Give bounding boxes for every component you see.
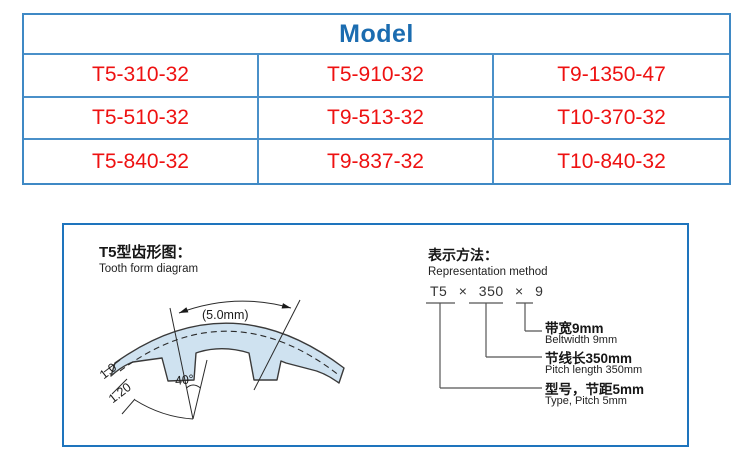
pitch-dimension-lines (169, 299, 301, 420)
model-cell: T5-910-32 (259, 55, 494, 96)
pitch-dimension-label: (5.0mm) (202, 308, 249, 322)
model-cell: T5-840-32 (24, 140, 259, 183)
table-row: T5-510-32 T9-513-32 T10-370-32 (24, 97, 729, 141)
table-row: T5-840-32 T9-837-32 T10-840-32 (24, 140, 729, 183)
callout-pitchlength-en: Pitch length 350mm (545, 364, 643, 376)
callout-beltwidth-en: Beltwidth 9mm (545, 334, 618, 346)
model-table: Model T5-310-32 T5-910-32 T9-1350-47 T5-… (22, 13, 731, 185)
tooth-form-title-zh: T5型齿形图： (99, 244, 192, 261)
pitch-line (119, 330, 341, 377)
model-cell: T9-837-32 (259, 140, 494, 183)
model-cell: T10-840-32 (557, 149, 666, 173)
thickness-tick-lines (103, 359, 136, 415)
tooth-form-title-en: Tooth form diagram (99, 263, 199, 275)
belt-cross-section (110, 322, 345, 384)
callout-type-zh: 型号，节距5mm (545, 382, 645, 397)
tooth-diagram-panel: T5型齿形图： Tooth form diagram (5.0mm) 40° 1… (62, 223, 689, 447)
model-cell: T9-513-32 (259, 97, 494, 139)
table-row: T5-310-32 T5-910-32 T9-1350-47 (24, 55, 729, 98)
representation-title-en: Representation method (428, 266, 548, 278)
diagram-drawing (103, 299, 542, 420)
callout-pitchlength-zh: 节线长350mm (545, 351, 633, 366)
connector-lines (426, 302, 542, 389)
dimension-arrowheads (179, 303, 291, 313)
model-cell: T5-510-32 (24, 97, 259, 139)
callout-beltwidth-zh: 带宽9mm (545, 321, 604, 336)
representation-title-zh: 表示方法： (428, 247, 498, 263)
table-header-row: Model (24, 15, 729, 55)
model-cell: T5-310-32 (24, 55, 259, 96)
angle-dimension-label: 40° (174, 372, 195, 388)
model-cell: T9-1350-47 (557, 63, 666, 87)
callout-type-en: Type, Pitch 5mm (545, 395, 627, 407)
model-cell: T10-370-32 (557, 105, 666, 129)
table-title: Model (339, 19, 414, 48)
angle-dimension-lines (134, 359, 208, 420)
table-body: T5-310-32 T5-910-32 T9-1350-47 T5-510-32… (24, 55, 729, 183)
belt-code-formula: T5 × 350 × 9 (430, 283, 544, 299)
